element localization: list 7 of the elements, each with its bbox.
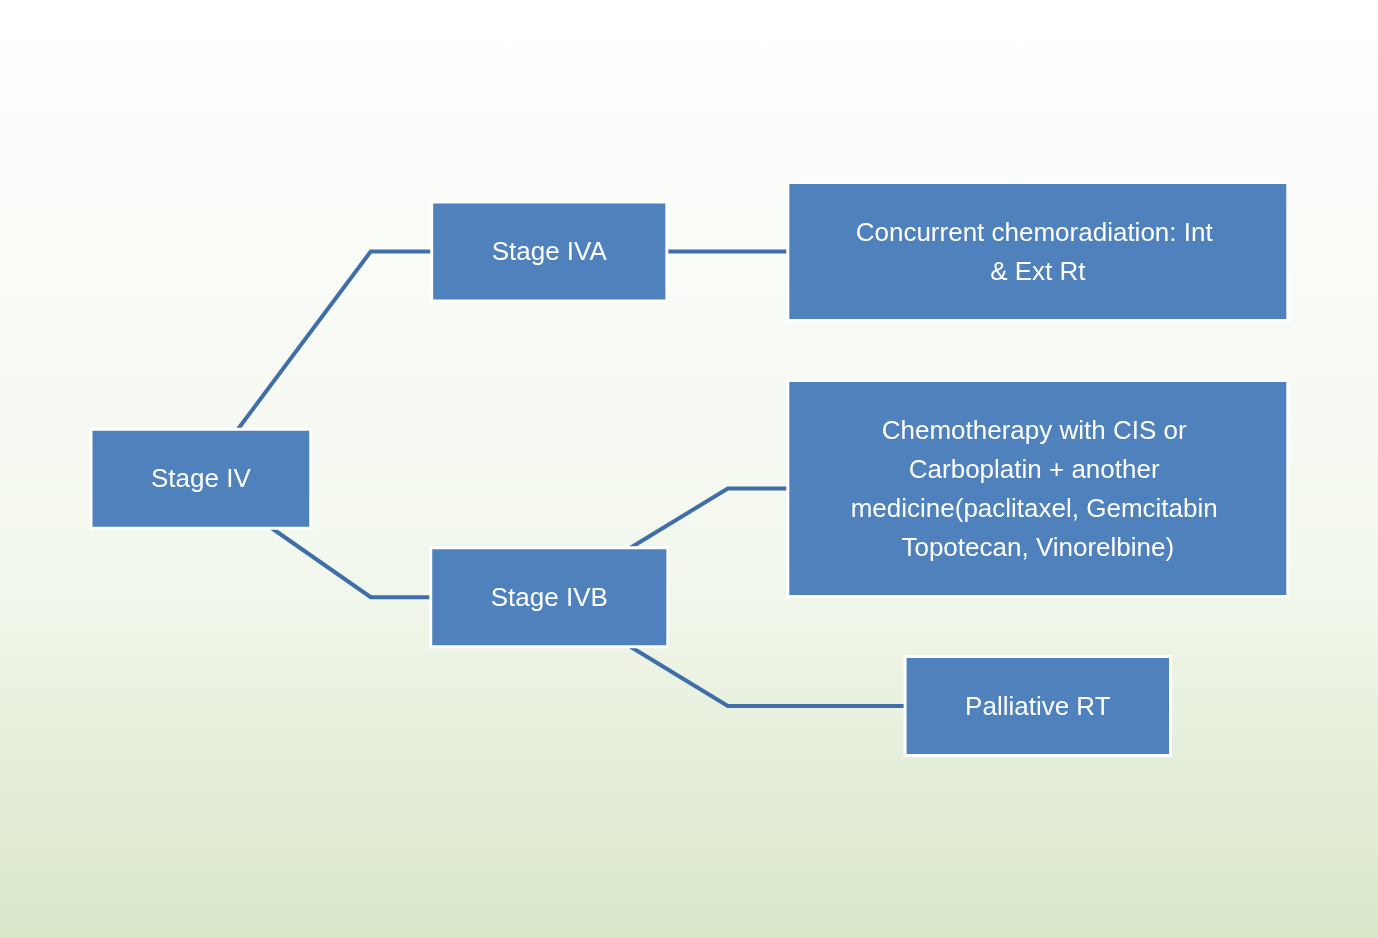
node-box: Concurrent chemoradiation: Int & Ext Rt xyxy=(785,181,1289,322)
node-box: Chemotherapy with CIS or Carboplatin + another medicine(paclitaxel, Gemcitabin Topotecan, Vinorelbine) xyxy=(785,379,1289,598)
node-box: Stage IVA xyxy=(429,200,668,303)
node-box: Stage IVB xyxy=(428,546,669,649)
node-box: Palliative RT xyxy=(903,655,1172,757)
connector xyxy=(666,249,788,254)
node-box: Stage IV xyxy=(89,427,312,530)
